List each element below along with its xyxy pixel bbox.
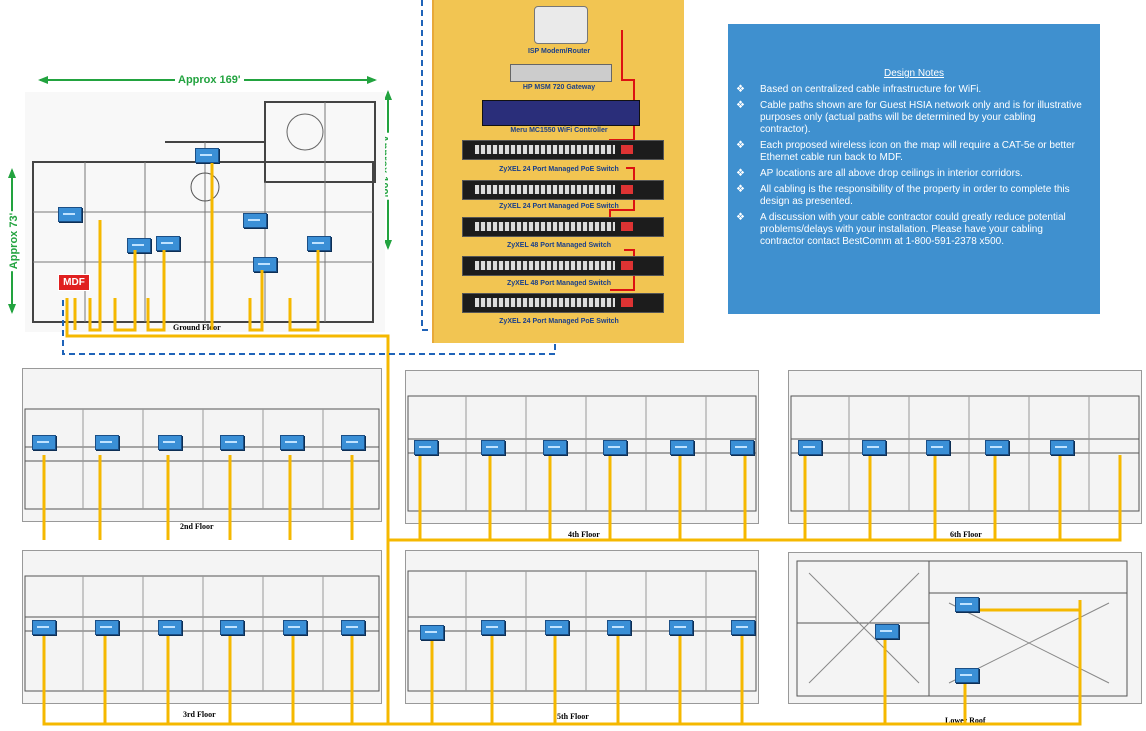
wifi-ap-icon[interactable] <box>243 213 267 228</box>
wifi-ap-icon[interactable] <box>481 620 505 635</box>
network-rack-panel: ISP Modem/Router HP MSM 720 Gateway Meru… <box>432 0 684 343</box>
mdf-label[interactable]: MDF <box>58 274 90 291</box>
floor-2-plan <box>22 368 382 522</box>
wifi-ap-icon[interactable] <box>341 435 365 450</box>
wifi-ap-icon[interactable] <box>481 440 505 455</box>
wifi-ap-icon[interactable] <box>669 620 693 635</box>
wifi-ap-icon[interactable] <box>158 435 182 450</box>
design-notes-list: ❖Based on centralized cable infrastructu… <box>736 84 1086 252</box>
floor-4-plan <box>405 370 759 524</box>
floor-3-plan <box>22 550 382 704</box>
floor-6-plan <box>788 370 1142 524</box>
wifi-ap-icon[interactable] <box>545 620 569 635</box>
design-note-item: ❖AP locations are all above drop ceiling… <box>736 168 1023 179</box>
design-note-item: ❖Cable paths shown are for Guest HSIA ne… <box>736 100 1082 135</box>
switch-icon <box>462 217 664 237</box>
floor-5-plan <box>405 550 759 704</box>
wifi-ap-icon[interactable] <box>985 440 1009 455</box>
design-notes-title: Design Notes <box>883 68 945 79</box>
wifi-ap-icon[interactable] <box>156 236 180 251</box>
wifi-controller-label: Meru MC1550 WiFi Controller <box>510 127 608 134</box>
floor-3-label: 3rd Floor <box>183 710 216 719</box>
wifi-ap-icon[interactable] <box>32 620 56 635</box>
design-note-item: ❖Each proposed wireless icon on the map … <box>736 140 1075 163</box>
switch-icon <box>462 140 664 160</box>
switch-icon <box>462 180 664 200</box>
gateway-label: HP MSM 720 Gateway <box>522 84 596 91</box>
bullet-icon: ❖ <box>736 168 745 179</box>
wifi-ap-icon[interactable] <box>862 440 886 455</box>
gateway-icon <box>510 64 612 82</box>
wifi-ap-icon[interactable] <box>543 440 567 455</box>
wifi-ap-icon[interactable] <box>607 620 631 635</box>
wifi-ap-icon[interactable] <box>283 620 307 635</box>
wifi-ap-icon[interactable] <box>414 440 438 455</box>
wifi-ap-icon[interactable] <box>731 620 755 635</box>
floor-6-label: 6th Floor <box>950 530 982 539</box>
wifi-ap-icon[interactable] <box>730 440 754 455</box>
wifi-ap-icon[interactable] <box>875 624 899 639</box>
poe-switch-3-label: ZyXEL 24 Port Managed PoE Switch <box>499 318 619 325</box>
floor-2-label: 2nd Floor <box>180 522 214 531</box>
wifi-ap-icon[interactable] <box>603 440 627 455</box>
switch-48-1-label: ZyXEL 48 Port Managed Switch <box>506 242 612 249</box>
isp-modem-label: ISP Modem/Router <box>527 48 591 55</box>
poe-switch-1-label: ZyXEL 24 Port Managed PoE Switch <box>499 166 619 173</box>
ground-floor-plan <box>25 92 385 332</box>
poe-switch-2-label: ZyXEL 24 Port Managed PoE Switch <box>499 203 619 210</box>
wifi-ap-icon[interactable] <box>280 435 304 450</box>
wifi-ap-icon[interactable] <box>195 148 219 163</box>
wifi-ap-icon[interactable] <box>670 440 694 455</box>
ground-floor-label: Ground Floor <box>173 323 221 332</box>
wifi-ap-icon[interactable] <box>95 435 119 450</box>
bullet-icon: ❖ <box>736 140 745 151</box>
wifi-ap-icon[interactable] <box>341 620 365 635</box>
bullet-icon: ❖ <box>736 100 745 111</box>
bullet-icon: ❖ <box>736 212 745 223</box>
bullet-icon: ❖ <box>736 84 745 95</box>
wifi-ap-icon[interactable] <box>798 440 822 455</box>
floor-5-label: 5th Floor <box>557 712 589 721</box>
bullet-icon: ❖ <box>736 184 745 195</box>
switch-icon <box>462 293 664 313</box>
design-note-item: ❖All cabling is the responsibility of th… <box>736 184 1070 207</box>
wifi-ap-icon[interactable] <box>926 440 950 455</box>
wifi-ap-icon[interactable] <box>1050 440 1074 455</box>
wifi-ap-icon[interactable] <box>955 597 979 612</box>
wifi-ap-icon[interactable] <box>955 668 979 683</box>
wifi-ap-icon[interactable] <box>32 435 56 450</box>
design-note-item: ❖A discussion with your cable contractor… <box>736 212 1066 247</box>
switch-48-2-label: ZyXEL 48 Port Managed Switch <box>506 280 612 287</box>
switch-icon <box>462 256 664 276</box>
wifi-ap-icon[interactable] <box>220 620 244 635</box>
router-icon <box>534 6 588 44</box>
wifi-ap-icon[interactable] <box>158 620 182 635</box>
wifi-ap-icon[interactable] <box>127 238 151 253</box>
wifi-ap-icon[interactable] <box>95 620 119 635</box>
wifi-ap-icon[interactable] <box>420 625 444 640</box>
wifi-controller-icon <box>482 100 640 126</box>
wifi-ap-icon[interactable] <box>220 435 244 450</box>
design-notes-panel: Design Notes ❖Based on centralized cable… <box>728 24 1100 314</box>
wifi-ap-icon[interactable] <box>58 207 82 222</box>
design-note-item: ❖Based on centralized cable infrastructu… <box>736 84 982 95</box>
wifi-ap-icon[interactable] <box>253 257 277 272</box>
width-dimension-label: Approx 169' <box>175 74 244 86</box>
floor-4-label: 4th Floor <box>568 530 600 539</box>
